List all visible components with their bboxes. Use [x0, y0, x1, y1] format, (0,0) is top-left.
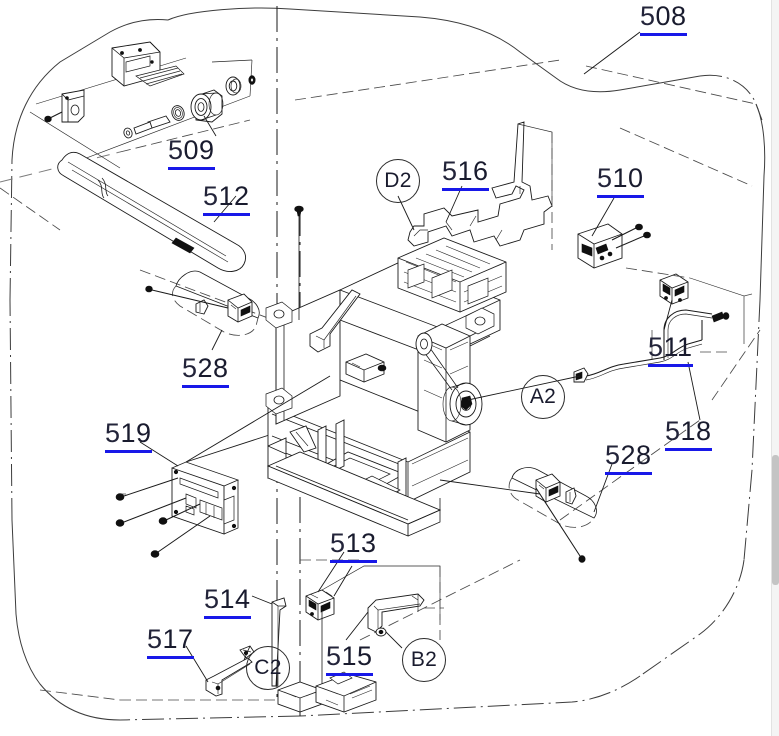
part-label-528-right[interactable]: 528	[605, 442, 652, 475]
part-517-flat-mounting-bracket	[185, 645, 255, 697]
part-label-512[interactable]: 512	[203, 183, 250, 216]
part-label-508[interactable]: 508	[640, 3, 687, 36]
part-509-roller-bearing-shaft-kit	[29, 41, 256, 169]
part-label-516[interactable]: 516	[442, 158, 489, 191]
part-510-connector-block	[577, 197, 651, 269]
central-carriage-frame-assembly	[185, 237, 581, 537]
part-label-515[interactable]: 515	[326, 643, 373, 676]
part-513-micro-switch-block	[300, 551, 441, 690]
base-plate-assembly	[277, 671, 377, 713]
badge-D2[interactable]: D2	[376, 159, 420, 203]
part-515-lever-arm-link	[345, 593, 444, 649]
badge-A2[interactable]: A2	[521, 375, 565, 419]
part-511-cable-harness	[573, 267, 753, 421]
badge-B2[interactable]: B2	[402, 638, 446, 682]
part-label-528-left[interactable]: 528	[182, 355, 229, 388]
part-528-sensor-clip-right	[508, 463, 613, 563]
outer-housing-envelope-508	[9, 7, 766, 721]
part-516-zigzag-wire-bracket	[397, 121, 553, 250]
part-label-513[interactable]: 513	[330, 530, 377, 563]
part-label-517[interactable]: 517	[147, 626, 194, 659]
part-label-511[interactable]: 511	[648, 334, 693, 367]
scrollbar-thumb[interactable]	[772, 455, 779, 585]
part-519-circuit-board-assembly	[115, 413, 335, 558]
part-528-sensor-clip-left	[145, 270, 260, 351]
part-label-519[interactable]: 519	[105, 420, 152, 453]
scrollbar-track[interactable]	[771, 0, 779, 736]
part-label-514[interactable]: 514	[204, 586, 251, 619]
loose-screw-center	[294, 205, 304, 320]
part-label-518[interactable]: 518	[665, 418, 712, 451]
badge-C2[interactable]: C2	[246, 646, 290, 690]
part-512-long-tube-heat-pipe	[57, 151, 247, 272]
part-label-509[interactable]: 509	[168, 137, 215, 170]
part-518-harness-guide-panel	[651, 330, 728, 360]
leader-508	[583, 31, 641, 75]
part-label-510[interactable]: 510	[597, 165, 644, 198]
